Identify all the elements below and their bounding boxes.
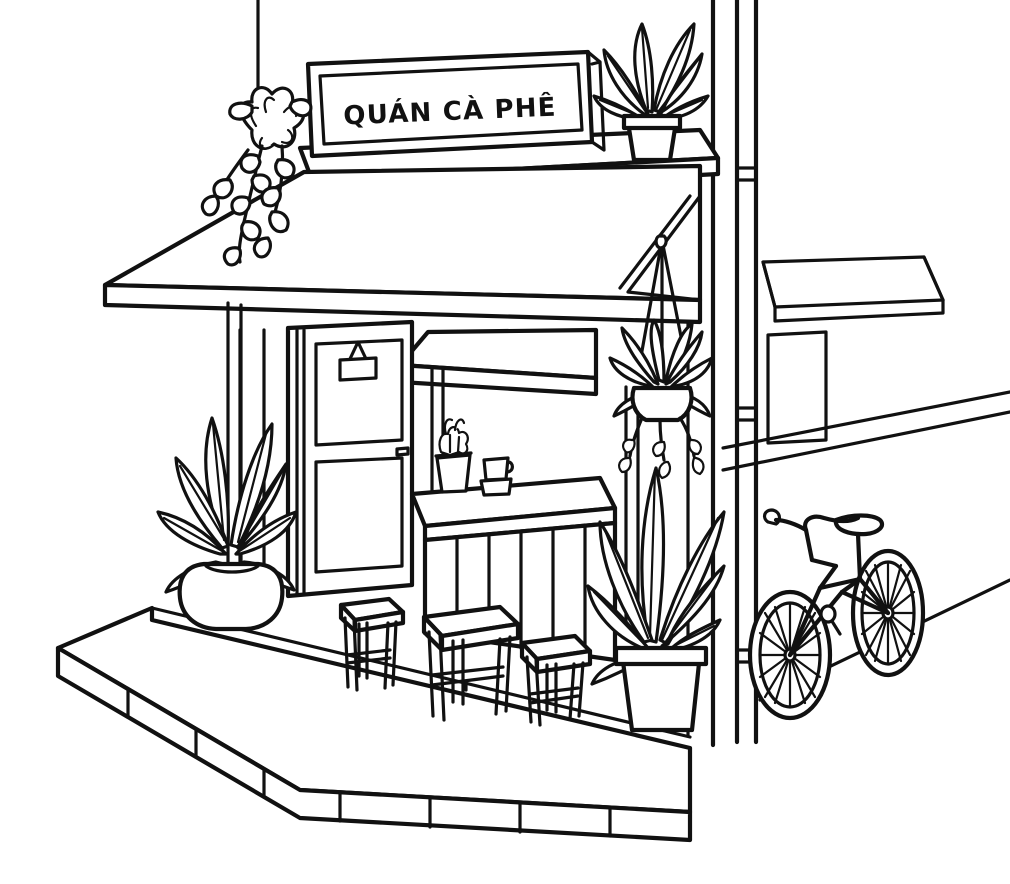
floor-plant-round-pot (156, 416, 298, 632)
bicycle-frame (787, 557, 891, 658)
door-sign-plate (338, 356, 378, 382)
door-hanging-sign[interactable] (338, 340, 378, 382)
trailing-vine-plant (200, 85, 313, 267)
floor-plant-terracotta-pot (586, 466, 726, 733)
stool-right (519, 633, 593, 727)
main-awning (102, 163, 703, 325)
coffee-cup-on-saucer (479, 456, 514, 497)
potted-leafy-plant (592, 22, 710, 163)
parked-bicycle (747, 508, 926, 721)
door-handle[interactable] (395, 446, 410, 457)
lower-awning (397, 327, 599, 397)
adjacent-building (761, 255, 945, 445)
paved-sidewalk-curb (55, 605, 693, 843)
small-flower-pot (434, 418, 473, 494)
shop-door[interactable] (285, 319, 415, 599)
hanging-spider-plant (608, 234, 714, 480)
stool-center (421, 604, 521, 722)
stool-left (338, 596, 406, 692)
